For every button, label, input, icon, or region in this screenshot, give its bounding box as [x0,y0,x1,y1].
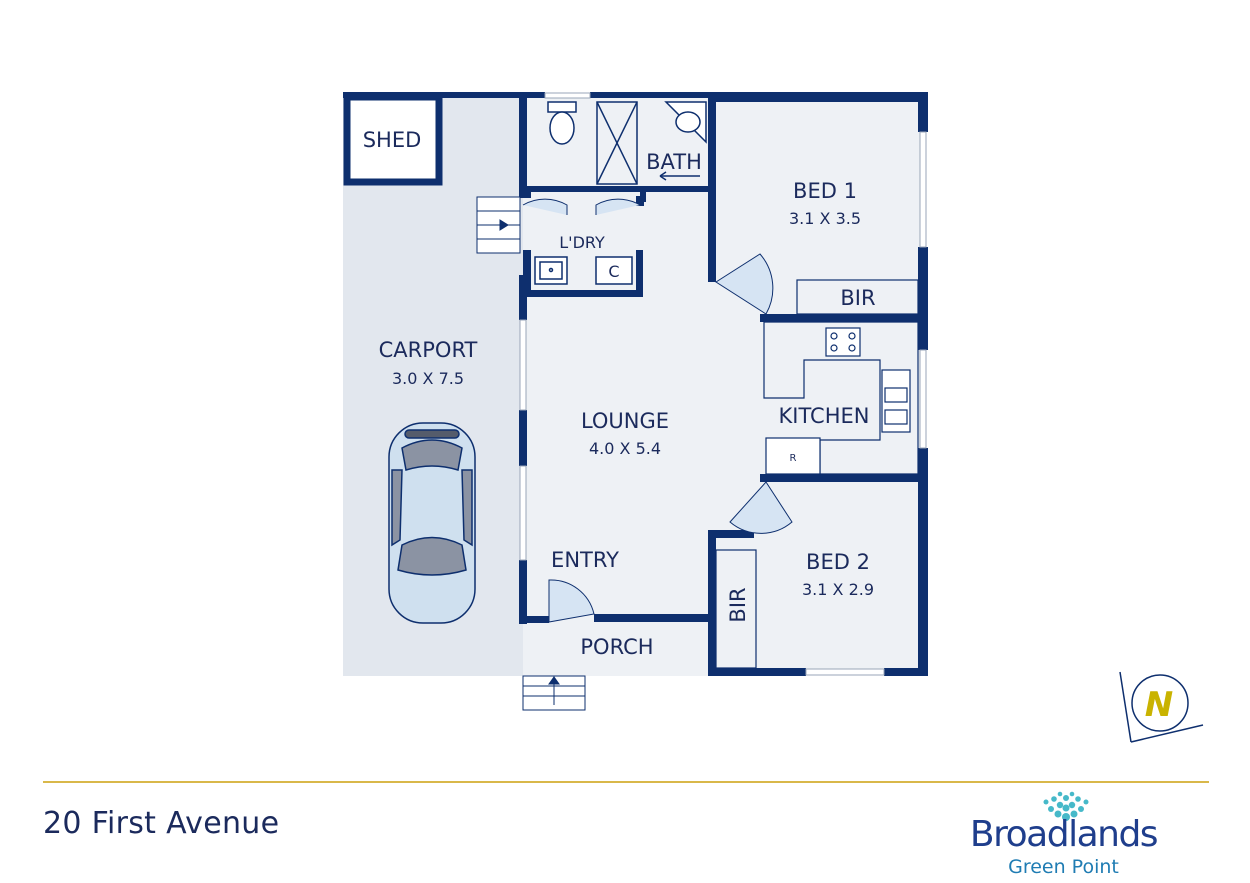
shed-label: SHED [363,128,422,152]
lounge-size: 4.0 X 5.4 [589,439,661,458]
bir1-label: BIR [840,286,875,310]
bir2-label: BIR [726,587,750,622]
footer-rule [43,781,1209,783]
bed1-label: BED 1 [793,179,857,203]
brand-subtitle: Green Point [1008,856,1119,878]
wardrobes [715,279,919,669]
porch-floor [523,622,708,676]
laundry-cupboard-label: C [608,262,619,281]
address-title: 20 First Avenue [43,806,280,841]
tree-dots-logo-icon [1043,791,1089,821]
car-icon [388,422,476,624]
carport-label: CARPORT [379,338,478,362]
bed2-size: 3.1 X 2.9 [802,580,874,599]
porch-label: PORCH [580,635,653,659]
carport-size: 3.0 X 7.5 [392,369,464,388]
brand-name: Broadlands [969,814,1159,855]
kitchen-fixtures [763,321,919,475]
door-swings [548,253,793,623]
floor-plan: SHED BATH BED 1 3.1 X 3.5 BIR L'DRY C CA… [343,92,1204,743]
entry-label: ENTRY [551,548,619,572]
bed2-label: BED 2 [806,550,870,574]
fridge-label: R [790,453,797,464]
compass-letter: N [1145,685,1173,725]
walls [343,92,928,676]
side-steps [476,196,521,254]
lounge-label: LOUNGE [581,409,669,433]
bath-label: BATH [646,150,702,174]
north-compass-icon: N [1119,671,1204,743]
kitchen-label: KITCHEN [779,404,870,428]
bed1-size: 3.1 X 3.5 [789,209,861,228]
bed2-floor [708,480,926,675]
bathroom-fixtures [547,101,707,185]
front-steps [522,675,586,711]
windows [519,92,927,676]
laundry-label: L'DRY [559,233,605,252]
laundry-fixtures [522,198,641,285]
